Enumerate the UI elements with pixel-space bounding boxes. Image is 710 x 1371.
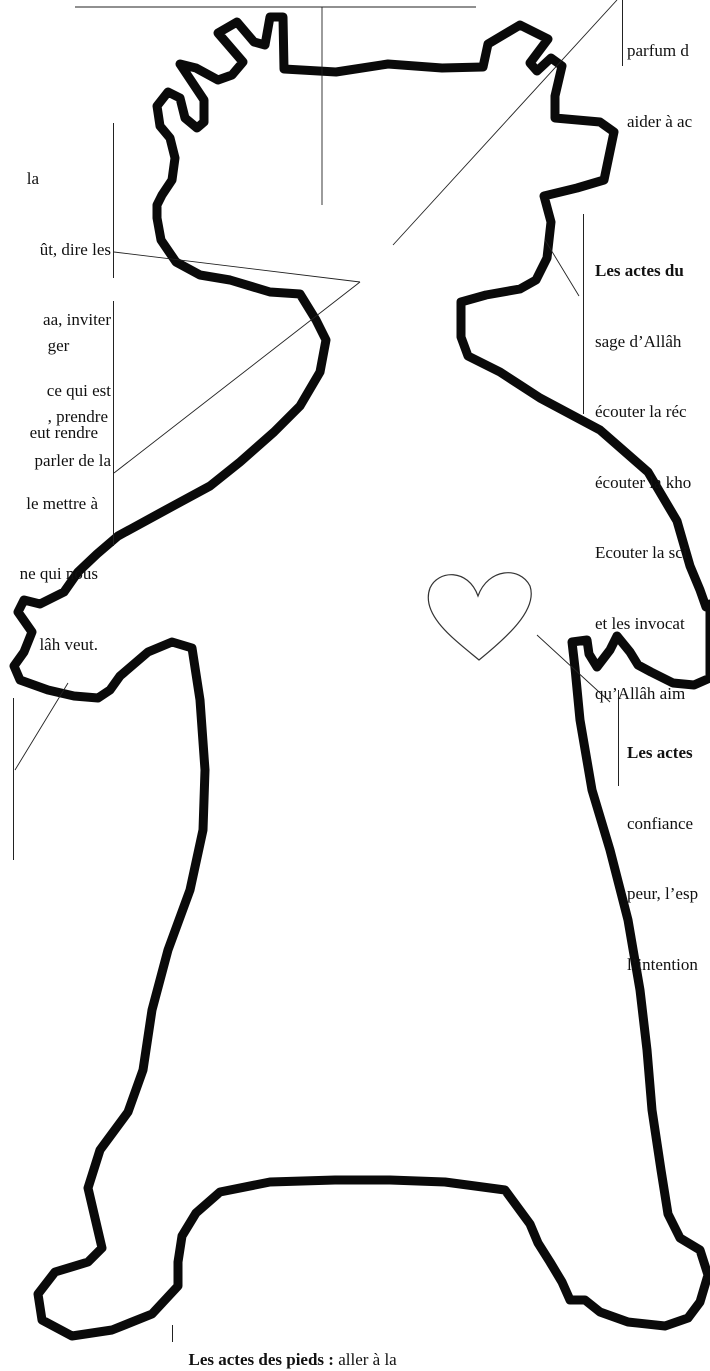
bar-tongue-left bbox=[113, 123, 114, 278]
label-line: peur, l’esp bbox=[627, 882, 698, 906]
label-line: aider à ac bbox=[627, 110, 692, 134]
leader-line-hand-left bbox=[15, 683, 68, 770]
bar-feet-bottom bbox=[172, 1325, 173, 1342]
bar-hand-left bbox=[13, 698, 14, 860]
label-line: l’intention bbox=[627, 953, 698, 977]
label-line: eut rendre bbox=[20, 421, 98, 445]
label-text: aller à la bbox=[334, 1350, 397, 1369]
label-line: ût, dire les bbox=[27, 238, 111, 262]
label-line: confiance bbox=[627, 812, 698, 836]
label-line: ger bbox=[48, 334, 108, 358]
label-head-top-right: parfum d aider à ac bbox=[627, 0, 692, 157]
label-line: le mettre à bbox=[20, 492, 98, 516]
label-line: lâh veut. bbox=[20, 633, 98, 657]
label-heart-right: Les actes confiance peur, l’esp l’intent… bbox=[627, 694, 698, 1000]
label-line: Ecouter la sci bbox=[595, 541, 691, 565]
label-line: écouter la kho bbox=[595, 471, 691, 495]
label-feet-bottom: Les actes des pieds : aller à la bbox=[180, 1324, 397, 1371]
bar-hands-left bbox=[113, 301, 114, 546]
label-line: et les invocat bbox=[595, 612, 691, 636]
label-line: écouter la réc bbox=[595, 400, 691, 424]
label-title: Les actes des pieds : bbox=[189, 1350, 334, 1369]
label-ears-right: Les actes du sage d’Allâh écouter la réc… bbox=[595, 212, 691, 729]
label-title: Les actes bbox=[627, 743, 693, 762]
label-hands-left: eut rendre le mettre à ne qui nous lâh v… bbox=[20, 374, 98, 680]
label-line: sage d’Allâh bbox=[595, 330, 691, 354]
bar-ears-right bbox=[583, 214, 584, 414]
leader-line-hands bbox=[114, 282, 360, 473]
bar-head-top-right bbox=[622, 0, 623, 66]
label-title: Les actes du bbox=[595, 261, 684, 280]
leader-line-ears bbox=[545, 240, 579, 296]
heart-shape bbox=[428, 573, 531, 660]
label-line: la bbox=[27, 167, 111, 191]
label-line: ne qui nous bbox=[20, 562, 98, 586]
label-line: parfum d bbox=[627, 39, 692, 63]
